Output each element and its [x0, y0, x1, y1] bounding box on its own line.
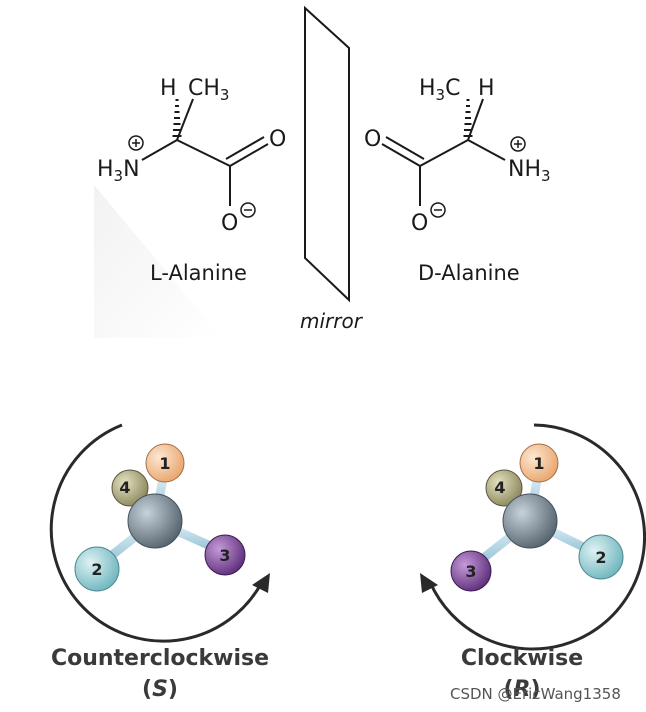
background-shade: [94, 185, 222, 338]
ball-3: [204, 534, 246, 576]
bond-c-o-double-1: [381, 143, 421, 167]
counterclockwise-model: 1 2 3 4 Counterclockwise (S): [49, 423, 270, 702]
bond-c-ch3: [176, 98, 194, 141]
ball-2-label: 2: [91, 560, 102, 579]
carboxylate-oxygen-label: O: [221, 211, 238, 236]
ball-4: [111, 469, 149, 507]
positive-charge-icon: [128, 135, 144, 151]
ball-3-label: 3: [465, 562, 476, 581]
d-alanine-name: D-Alanine: [418, 261, 520, 285]
bond-c-o-double-2: [225, 136, 265, 160]
l-alanine-name: L-Alanine: [150, 261, 247, 285]
negative-charge-icon: [430, 202, 446, 218]
ch3-label: CH3: [188, 76, 229, 104]
ball-1-label: 1: [159, 454, 170, 473]
bond-c-cooh: [419, 139, 469, 167]
s-config-label: (S): [142, 677, 178, 702]
h-atom-label: H: [478, 76, 495, 101]
ball-2: [578, 534, 624, 580]
h-atom-label: H: [160, 76, 177, 101]
h3c-label: H3C: [419, 76, 460, 104]
bond-c-n: [141, 139, 178, 161]
clockwise-arrow-arc: [428, 423, 646, 651]
clockwise-label: Clockwise: [461, 646, 583, 671]
bond-c-n: [467, 139, 506, 161]
carboxylate-oxygen-label: O: [411, 211, 428, 236]
ball-1: [519, 443, 559, 483]
ball-3-label: 3: [219, 546, 230, 565]
negative-charge-icon: [240, 202, 256, 218]
r-config-label: (R): [503, 677, 540, 702]
center-atom: [502, 493, 558, 549]
ball-1-label: 1: [533, 454, 544, 473]
clockwise-model: 1 2 3 4 Clockwise (R): [420, 423, 646, 702]
ball-4: [485, 469, 523, 507]
positive-charge-icon: [510, 136, 526, 152]
center-atom: [127, 493, 183, 549]
bond-c-h: [467, 98, 484, 141]
hashed-wedge-bond: [172, 99, 182, 137]
ball-4-label: 4: [119, 478, 130, 497]
ball-4-label: 4: [494, 478, 505, 497]
arrowhead-icon: [420, 573, 438, 593]
counterclockwise-label: Counterclockwise: [51, 646, 269, 671]
carbonyl-oxygen-label: O: [269, 127, 286, 152]
carbonyl-oxygen-label: O: [364, 127, 381, 152]
ball-3: [450, 550, 492, 592]
nh3-label: H3N: [97, 157, 140, 185]
d-alanine-structure: H3C H NH3 O O D-Alanine: [364, 76, 551, 285]
mirror-label: mirror: [300, 309, 364, 333]
mirror-plane: [304, 5, 350, 303]
nh3-label: NH3: [508, 157, 551, 185]
l-alanine-structure: H CH3 H3N O O L-Alanine: [97, 76, 286, 285]
bond-c-o-double-2: [385, 136, 425, 160]
bond-c-cooh: [176, 139, 231, 167]
arrowhead-icon: [252, 573, 270, 593]
watermark: CSDN @EricWang1358: [450, 685, 621, 703]
ball-1: [145, 443, 185, 483]
bond-c-o-double-1: [229, 143, 269, 167]
ball-2: [74, 546, 120, 592]
ball-2-label: 2: [595, 548, 606, 567]
counterclockwise-arrow-arc: [49, 423, 264, 643]
